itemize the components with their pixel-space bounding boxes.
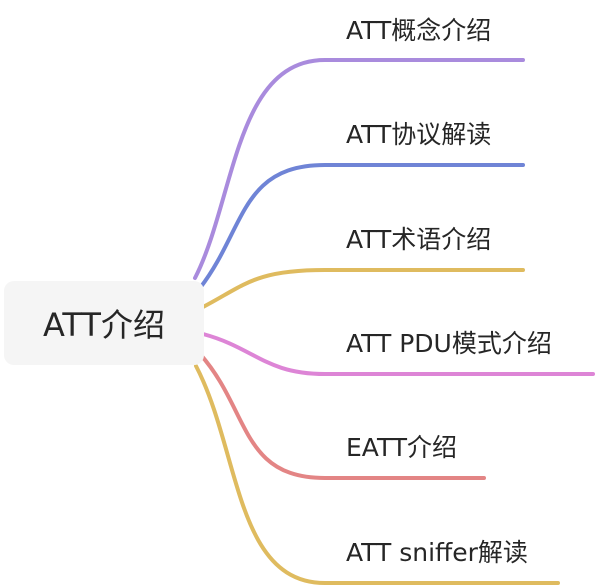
branch-link-6 <box>194 364 560 585</box>
root-node[interactable]: ATT介绍 <box>4 281 204 365</box>
branch-node-5[interactable]: EATT介绍 <box>346 433 458 462</box>
branch-node-1[interactable]: ATT概念介绍 <box>346 16 492 45</box>
branch-link-4 <box>201 332 595 376</box>
branch-link-3 <box>201 268 525 309</box>
branch-link-1 <box>193 58 525 280</box>
root-node-label: ATT介绍 <box>43 306 165 344</box>
branch-node-2[interactable]: ATT协议解读 <box>346 120 492 149</box>
branch-node-3[interactable]: ATT术语介绍 <box>346 225 492 254</box>
branch-node-4[interactable]: ATT PDU模式介绍 <box>346 329 552 358</box>
branch-link-2 <box>198 163 525 290</box>
branch-node-6[interactable]: ATT sniffer解读 <box>346 538 528 567</box>
branch-link-5 <box>198 352 486 480</box>
